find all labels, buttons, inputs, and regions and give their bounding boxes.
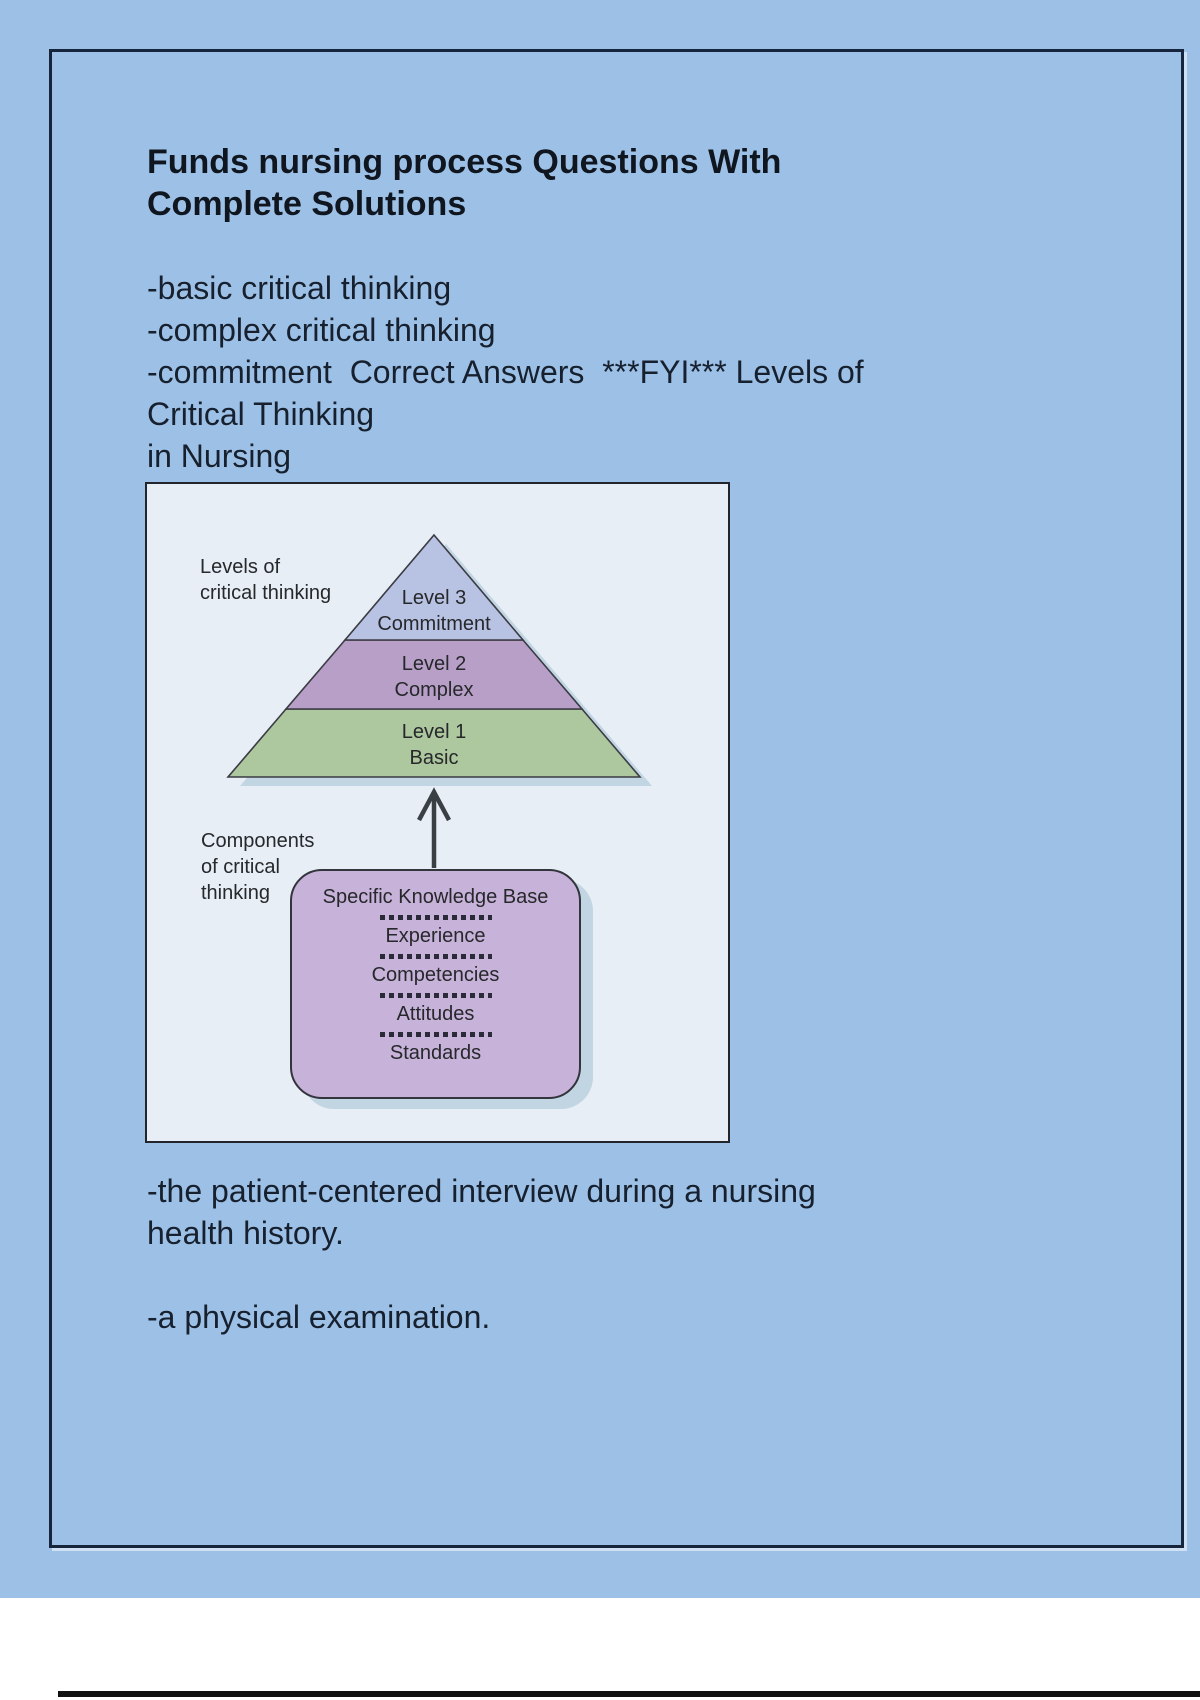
components-box: Specific Knowledge Base Experience Compe… — [290, 869, 581, 1099]
component-item: Standards — [389, 1042, 482, 1064]
pyramid-level3-label-line2: Commitment — [377, 613, 491, 635]
component-item: Attitudes — [396, 1003, 475, 1025]
page-title-line2: Complete Solutions — [147, 185, 467, 223]
component-item: Experience — [385, 925, 486, 947]
dotted-separator — [379, 954, 492, 959]
pyramid-level3-label-line1: Level 3 — [402, 587, 467, 609]
dotted-separator — [379, 1032, 492, 1037]
levels-label-line2: critical thinking — [200, 582, 332, 604]
pyramid-level1-label-line2: Basic — [410, 747, 459, 769]
levels-label-line1: Levels of — [200, 556, 281, 578]
up-arrow-icon — [417, 787, 451, 868]
answer-line: -a physical examination. — [147, 1299, 491, 1335]
intro-line: in Nursing — [147, 438, 292, 474]
intro-paragraph: -basic critical thinking -complex critic… — [147, 267, 1107, 477]
intro-line: -complex critical thinking — [147, 312, 496, 348]
page-border-frame — [49, 49, 1184, 1548]
components-of-critical-thinking-label: Components of critical thinking — [201, 828, 314, 906]
components-label-line3: thinking — [201, 882, 270, 904]
pyramid-level2-label-line2: Complex — [395, 679, 474, 701]
pyramid-level2-label-line1: Level 2 — [402, 653, 467, 675]
dotted-separator — [379, 993, 492, 998]
intro-line: Critical Thinking — [147, 396, 375, 432]
component-item: Specific Knowledge Base — [322, 886, 549, 908]
critical-thinking-diagram: Level 3 Commitment Level 2 Complex Level… — [145, 482, 730, 1143]
pyramid-level1-label-line1: Level 1 — [402, 721, 467, 743]
answer-line: -the patient-centered interview during a… — [147, 1173, 816, 1209]
intro-line: -commitment Correct Answers ***FYI*** Le… — [147, 354, 864, 390]
page-title: Funds nursing process Questions With Com… — [147, 141, 1067, 225]
answer-paragraph: -the patient-centered interview during a… — [147, 1170, 1107, 1338]
components-label-line1: Components — [201, 830, 315, 852]
bottom-horizontal-rule — [58, 1691, 1200, 1697]
dotted-separator — [379, 915, 492, 920]
pyramid-level3-shape — [343, 533, 525, 641]
answer-line: health history. — [147, 1215, 344, 1251]
levels-of-critical-thinking-label: Levels of critical thinking — [200, 554, 331, 606]
pyramid-graphic: Level 3 Commitment Level 2 Complex Level… — [226, 533, 652, 868]
intro-line: -basic critical thinking — [147, 270, 452, 306]
component-item: Competencies — [371, 964, 500, 986]
page-title-line1: Funds nursing process Questions With — [147, 143, 782, 181]
components-label-line2: of critical — [201, 856, 280, 878]
